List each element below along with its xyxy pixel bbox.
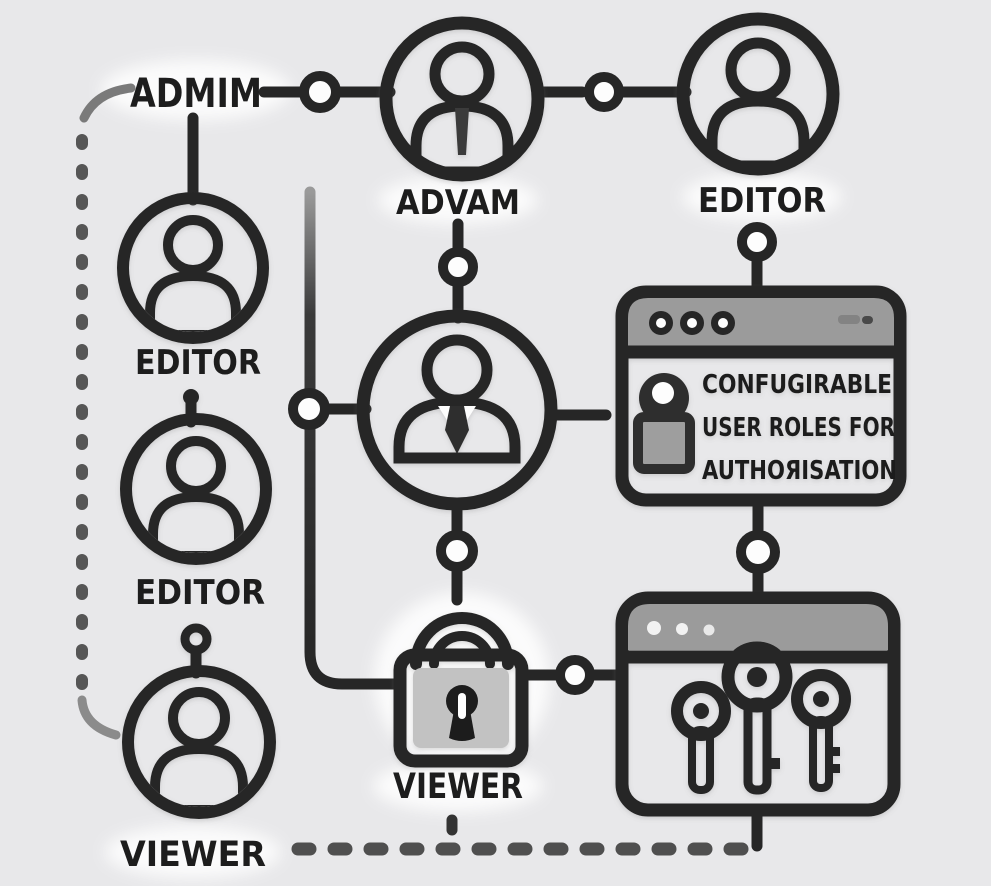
person-advam: [379, 16, 545, 182]
padlock: [393, 612, 529, 768]
dashed-top-curve: [79, 83, 136, 123]
connector-node: [736, 530, 780, 574]
config-text-line-2: USER ROLES FOR: [702, 413, 895, 443]
viewer-lock-label: VIEWER: [393, 767, 523, 807]
padlock-icon: [393, 612, 529, 768]
config-text-line-1: CONFUGIRABLE: [702, 370, 892, 400]
mid-vertical-connector: [304, 186, 406, 690]
person-circle: [122, 665, 276, 819]
key-right: [791, 669, 851, 792]
connector-node: [288, 388, 330, 430]
connector-node: [737, 222, 777, 262]
key-left: [671, 681, 731, 794]
connector-node: [584, 72, 624, 112]
person-editor-left-2: [120, 389, 272, 565]
person-editor-top-right: [676, 12, 840, 176]
window-titlebar: [628, 604, 888, 650]
highlight-halos: [101, 60, 842, 878]
editor-left-1-label: EDITOR: [135, 343, 261, 383]
lock-user-icon: [633, 373, 695, 474]
user-icon: [150, 687, 248, 807]
config-text-line-3: AUTHOЯISATION: [702, 456, 897, 486]
advam-label: ADVAM: [396, 183, 520, 223]
dashed-bottom-curve: [77, 695, 121, 740]
windows-connector: [736, 494, 780, 604]
connector-node: [436, 530, 478, 572]
window-dots-icon: [647, 621, 715, 636]
editor-left-2-label: EDITOR: [135, 573, 265, 613]
connector-node: [438, 247, 478, 287]
lock-right-connector: [518, 655, 627, 695]
three-keys-icon: [671, 641, 851, 795]
business-user-icon: [393, 334, 521, 464]
key-middle: [721, 641, 793, 795]
center-down-connector: [436, 498, 478, 606]
connector-node: [555, 655, 595, 695]
titlebar-dot: [862, 316, 873, 324]
left-dashed-connector: [76, 83, 136, 740]
person-circle: [120, 413, 272, 565]
config-window: CONFUGIRABLE USER ROLES FOR AUTHOЯISATIO…: [615, 285, 907, 507]
window-dots-icon: [649, 311, 735, 335]
connector-node: [299, 71, 341, 113]
viewer-left-label: VIEWER: [120, 835, 266, 875]
user-icon: [706, 37, 810, 163]
editor-top-right-label: EDITOR: [698, 181, 826, 221]
person-circle: [379, 16, 545, 182]
user-icon: [148, 436, 244, 553]
titlebar-dash: [838, 315, 860, 324]
person-viewer-left: [122, 623, 276, 819]
person-circle: [117, 192, 269, 344]
top-row-connectors: [258, 71, 692, 113]
admin-label: ADMIM: [130, 71, 262, 117]
user-tie-icon: [410, 41, 514, 169]
person-circle: [676, 12, 840, 176]
user-icon: [145, 215, 241, 332]
person-editor-left-1: [117, 192, 269, 344]
